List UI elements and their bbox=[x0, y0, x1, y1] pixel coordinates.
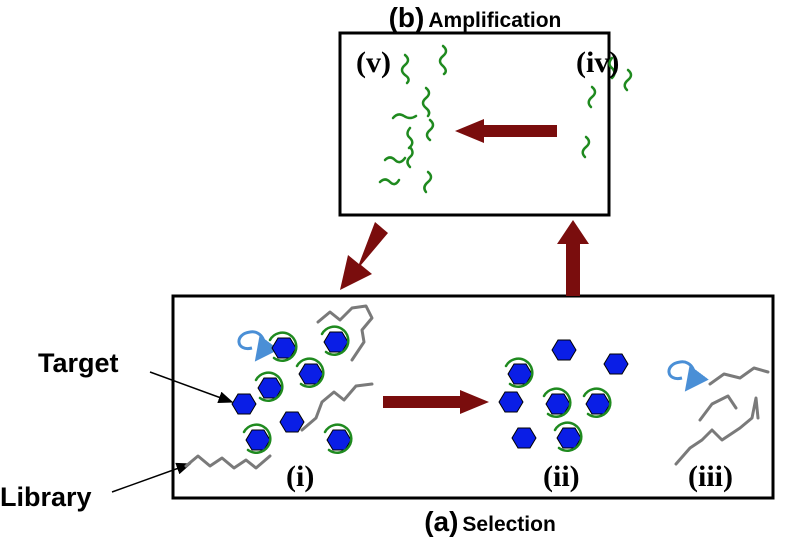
arrow-selection-to-amplification bbox=[557, 220, 589, 296]
stage-iii-label: (iii) bbox=[688, 460, 733, 493]
bound-targets bbox=[242, 325, 612, 454]
rotate-arrow-left bbox=[237, 330, 279, 362]
arrow-iv-to-v bbox=[455, 119, 557, 143]
target-label: Target bbox=[38, 348, 119, 378]
stage-ii-label: (ii) bbox=[543, 460, 580, 493]
selection-title: (a) Selection bbox=[360, 506, 620, 538]
selection-word: Selection bbox=[462, 513, 556, 536]
stage-iv-label: (iv) bbox=[576, 46, 620, 79]
amplification-letter: (b) bbox=[388, 2, 425, 33]
amplification-box bbox=[338, 31, 611, 217]
library-strands bbox=[184, 304, 770, 470]
amplification-title: (b) Amplification bbox=[340, 2, 610, 34]
arrow-i-to-ii bbox=[383, 390, 489, 414]
stage-i-label: (i) bbox=[286, 460, 315, 493]
amplification-word: Amplification bbox=[428, 9, 562, 32]
rotate-arrow-right bbox=[667, 360, 709, 392]
library-label: Library bbox=[0, 482, 92, 512]
arrow-amplification-to-selection bbox=[340, 222, 388, 290]
selection-letter: (a) bbox=[424, 506, 459, 537]
stage-v-label: (v) bbox=[356, 46, 391, 79]
target-pointer bbox=[149, 371, 234, 403]
amplified-aptamers bbox=[378, 44, 633, 194]
selection-box bbox=[171, 294, 775, 500]
free-targets bbox=[231, 339, 629, 449]
library-pointer bbox=[111, 462, 192, 493]
